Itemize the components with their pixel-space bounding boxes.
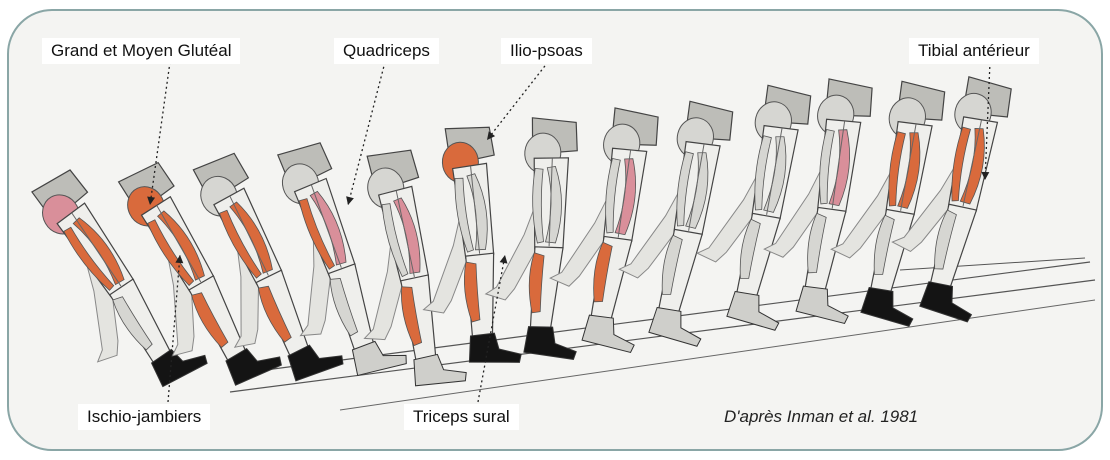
label-grand-moyen-gluteal: Grand et Moyen Glutéal [42,38,240,64]
label-ilio-psoas: Ilio-psoas [501,38,592,64]
label-triceps-sural: Triceps sural [404,404,519,430]
label-ischio-jambiers: Ischio-jambiers [78,404,210,430]
label-quadriceps: Quadriceps [334,38,439,64]
label-tibial-anterieur: Tibial antérieur [909,38,1039,64]
source-credit: D'après Inman et al. 1981 [724,407,918,427]
